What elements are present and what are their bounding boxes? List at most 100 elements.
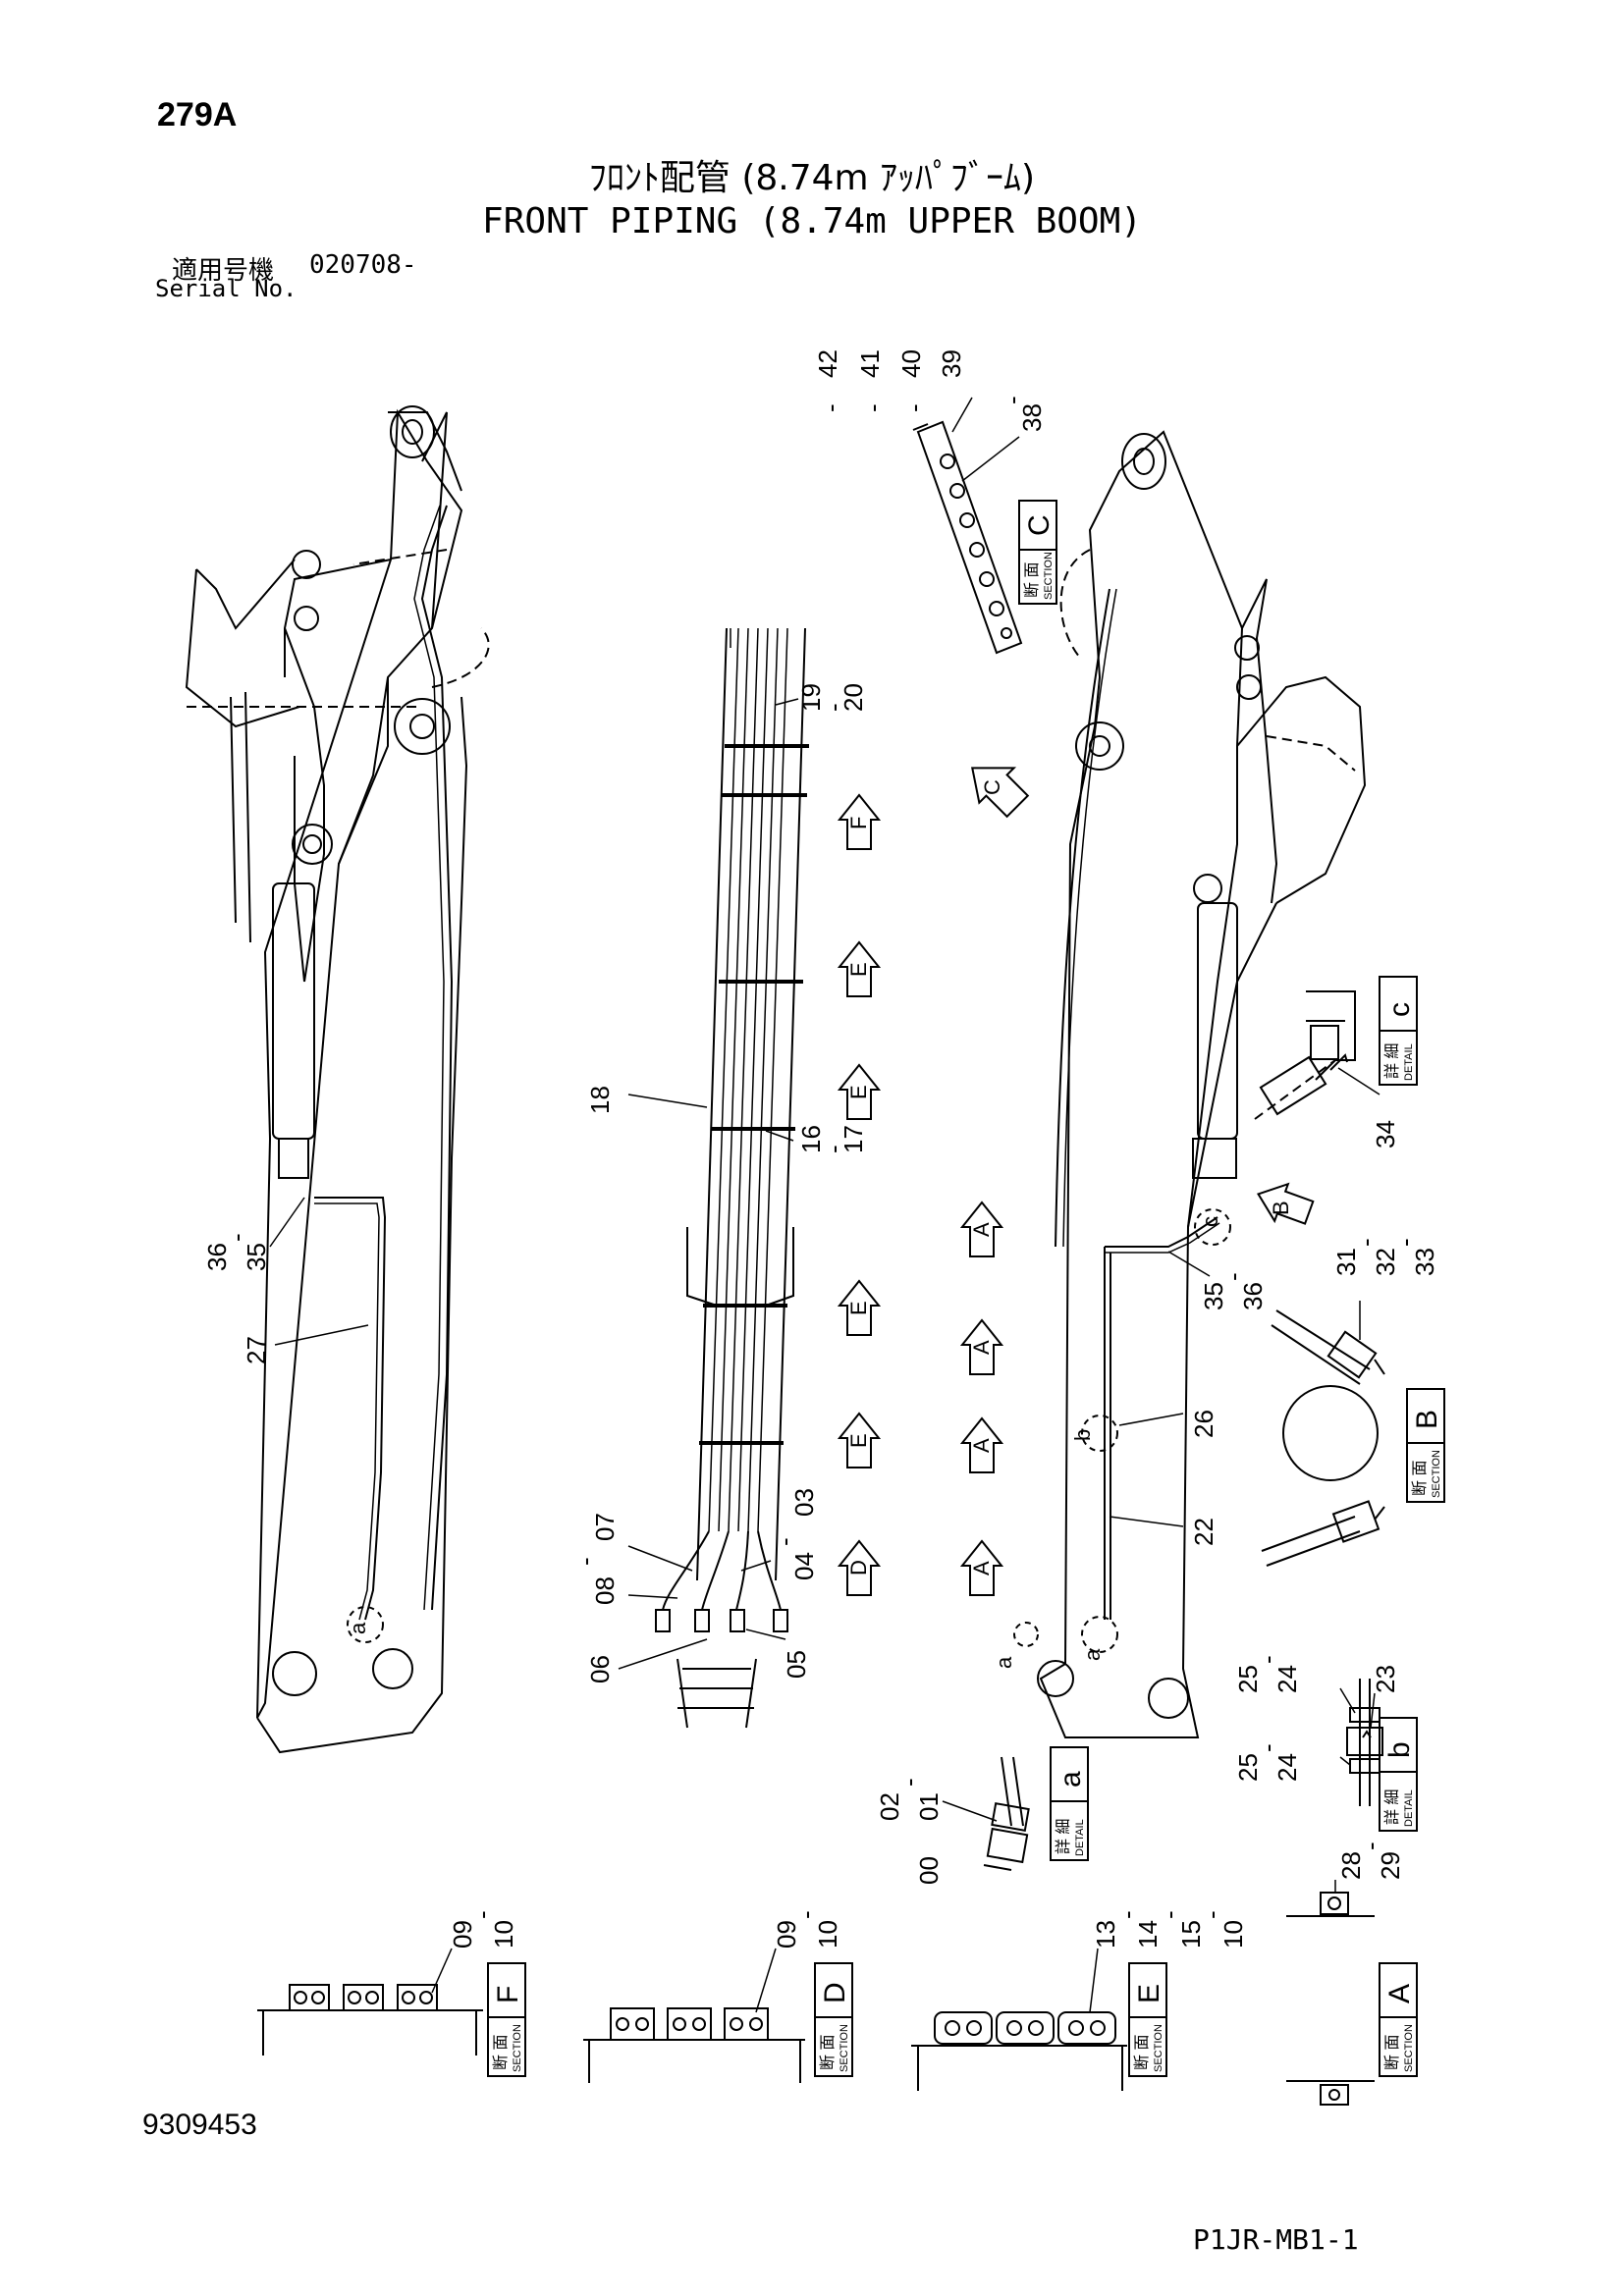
- callout-c-25b: 25: [1233, 1753, 1263, 1782]
- serial-label-english: Serial No.: [155, 275, 298, 302]
- section-arrow-arr-a2: A: [969, 1340, 994, 1355]
- callout-c-14: 14: [1133, 1920, 1163, 1949]
- callout-separator: -: [1218, 1272, 1248, 1281]
- box-letter: a: [1055, 1771, 1087, 1788]
- detail-mark-layer: a a a b c: [346, 1216, 1222, 1669]
- box-label-japanese: 詳 細: [1055, 1819, 1072, 1854]
- callout-c-33: 33: [1410, 1248, 1439, 1276]
- box-label-japanese: 断 面: [1383, 2035, 1401, 2070]
- section-arrow-arr-e4: E: [846, 1433, 871, 1448]
- box-letter: c: [1383, 1002, 1416, 1017]
- detail-mark-mark-a1: a: [346, 1622, 370, 1634]
- section-arrow-arr-e3: E: [846, 1301, 871, 1315]
- box-label-english: SECTION: [1153, 2024, 1164, 2072]
- box-letter: C: [1023, 514, 1056, 536]
- serial-code: 020708-: [309, 250, 417, 280]
- callout-c-24b: 24: [1272, 1753, 1302, 1782]
- callout-c-31: 31: [1331, 1248, 1361, 1276]
- bracket-part-38: [912, 420, 1023, 655]
- left-boom-view: [185, 405, 490, 1754]
- box-letter: A: [1383, 1984, 1416, 2003]
- detail-circle-a-left: [347, 1606, 384, 1643]
- box-label-japanese: 断 面: [1411, 1461, 1429, 1496]
- callout-separator: -: [998, 396, 1027, 404]
- detail-mark-mark-a2: a: [1080, 1648, 1105, 1661]
- callout-c-38: 38: [1017, 403, 1047, 432]
- box-label-english: SECTION: [1403, 2024, 1415, 2072]
- callout-c-08: 08: [590, 1576, 620, 1605]
- box-letter: D: [819, 1982, 851, 2003]
- section-e-drawing: [911, 2011, 1127, 2091]
- callout-separator: -: [570, 1557, 600, 1566]
- box-label-japanese: 断 面: [819, 2035, 837, 2070]
- callout-c-35a: 35: [242, 1243, 271, 1271]
- section-arrow-arr-a3: A: [969, 1438, 994, 1453]
- callout-c-27: 27: [242, 1336, 271, 1364]
- detail-a-drawing: [983, 1756, 1030, 1871]
- box-letter: E: [1133, 1984, 1165, 2003]
- section-f-drawing: [257, 1984, 483, 2056]
- box-label-english: SECTION: [512, 2024, 523, 2072]
- callout-separator: -: [1112, 1910, 1142, 1919]
- title-japanese: ﾌﾛﾝﾄ配管 (8.74m ｱｯﾊﾟﾌﾞｰﾑ): [588, 158, 1036, 198]
- callout-c-10a: 10: [489, 1920, 518, 1949]
- section-d-drawing: [583, 2007, 805, 2083]
- callout-separator: -: [1155, 1910, 1184, 1919]
- callout-c-10b: 10: [813, 1920, 842, 1949]
- callout-c-36a: 36: [202, 1243, 232, 1271]
- detail-b-drawing: [1346, 1679, 1383, 1806]
- callout-separator: -: [816, 403, 845, 412]
- section-arrow-arr-c: C: [980, 779, 1004, 795]
- box-label-japanese: 詳 細: [1383, 1043, 1401, 1079]
- detail-mark-mark-a3: a: [992, 1656, 1016, 1669]
- dash-layer: ---------------------: [222, 396, 1420, 1919]
- callout-c-35b: 35: [1199, 1282, 1228, 1310]
- box-label-japanese: 断 面: [1023, 562, 1041, 598]
- right-boom-view: [1013, 430, 1367, 1738]
- callout-separator: -: [899, 403, 929, 412]
- sheet-code: P1JR-MB1-1: [1193, 2223, 1359, 2256]
- callout-separator: -: [894, 1778, 924, 1787]
- detail-circle-b: [1081, 1415, 1118, 1452]
- callout-c-42: 42: [813, 349, 842, 378]
- callout-c-15: 15: [1176, 1920, 1206, 1949]
- section-b-drawing: [1261, 1309, 1385, 1567]
- callout-separator: -: [222, 1233, 251, 1242]
- detail-mark-mark-c: c: [1198, 1216, 1222, 1227]
- detail-mark-mark-b: b: [1070, 1429, 1095, 1441]
- callout-c-04: 04: [789, 1552, 819, 1580]
- box-label-english: DETAIL: [1074, 1819, 1086, 1856]
- callout-c-19: 19: [796, 683, 826, 712]
- section-arrow-arr-e1: E: [846, 962, 871, 977]
- box-letter: B: [1411, 1410, 1443, 1429]
- section-arrow-arr-e2: E: [846, 1085, 871, 1099]
- page-id: 279A: [157, 96, 238, 133]
- callout-c-03: 03: [789, 1488, 819, 1517]
- callout-separator: -: [1197, 1910, 1226, 1919]
- box-label-english: SECTION: [1431, 1450, 1442, 1498]
- callout-c-24a: 24: [1272, 1665, 1302, 1693]
- section-arrow-shapes: [837, 767, 1315, 1596]
- callout-c-00: 00: [914, 1856, 944, 1885]
- detail-c-drawing: [1254, 990, 1356, 1120]
- section-arrow-arr-a4: A: [969, 1561, 994, 1575]
- document-number: 9309453: [142, 2109, 257, 2141]
- box-label-english: DETAIL: [1403, 1789, 1415, 1827]
- callout-c-34: 34: [1371, 1120, 1400, 1148]
- detail-circle-a-far: [1013, 1622, 1039, 1647]
- serial-label-japanese: 適用号機: [172, 256, 275, 286]
- callout-separator: -: [1390, 1238, 1420, 1247]
- section-arrow-arr-d: D: [846, 1560, 871, 1575]
- detail-circle-c: [1194, 1208, 1231, 1246]
- box-frames: [487, 500, 1445, 2077]
- section-a-drawing: [1286, 1892, 1375, 2106]
